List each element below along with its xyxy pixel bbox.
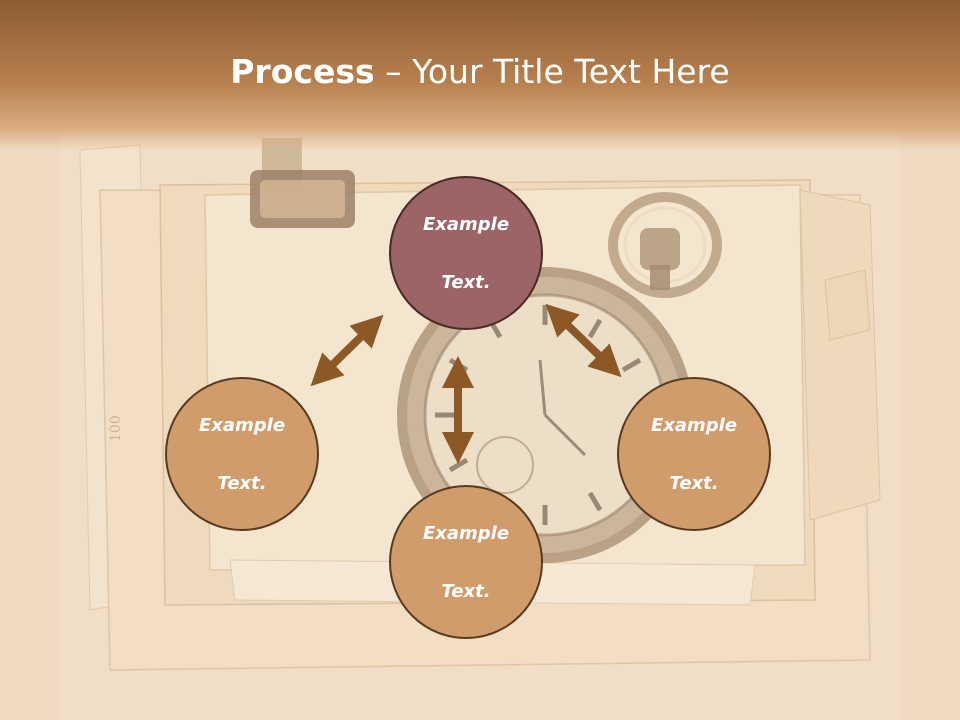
title-rest: – Your Title Text Here xyxy=(374,52,730,91)
slide-title[interactable]: Process – Your Title Text Here xyxy=(0,52,960,91)
title-bold: Process xyxy=(230,52,375,91)
arrow-top-right xyxy=(545,303,622,378)
header-band xyxy=(0,0,960,150)
node-bottom-line2: Text. xyxy=(441,580,491,602)
node-top-line1: Example xyxy=(422,213,510,235)
node-top-line2: Text. xyxy=(441,271,491,293)
node-left-line1: Example xyxy=(198,414,286,436)
node-left-line2: Text. xyxy=(217,472,267,494)
note-number: 100 xyxy=(108,415,124,442)
arrow-top-left xyxy=(310,314,384,387)
node-bottom-line1: Example xyxy=(422,522,510,544)
node-right-line2: Text. xyxy=(669,472,719,494)
node-right-line1: Example xyxy=(650,414,738,436)
